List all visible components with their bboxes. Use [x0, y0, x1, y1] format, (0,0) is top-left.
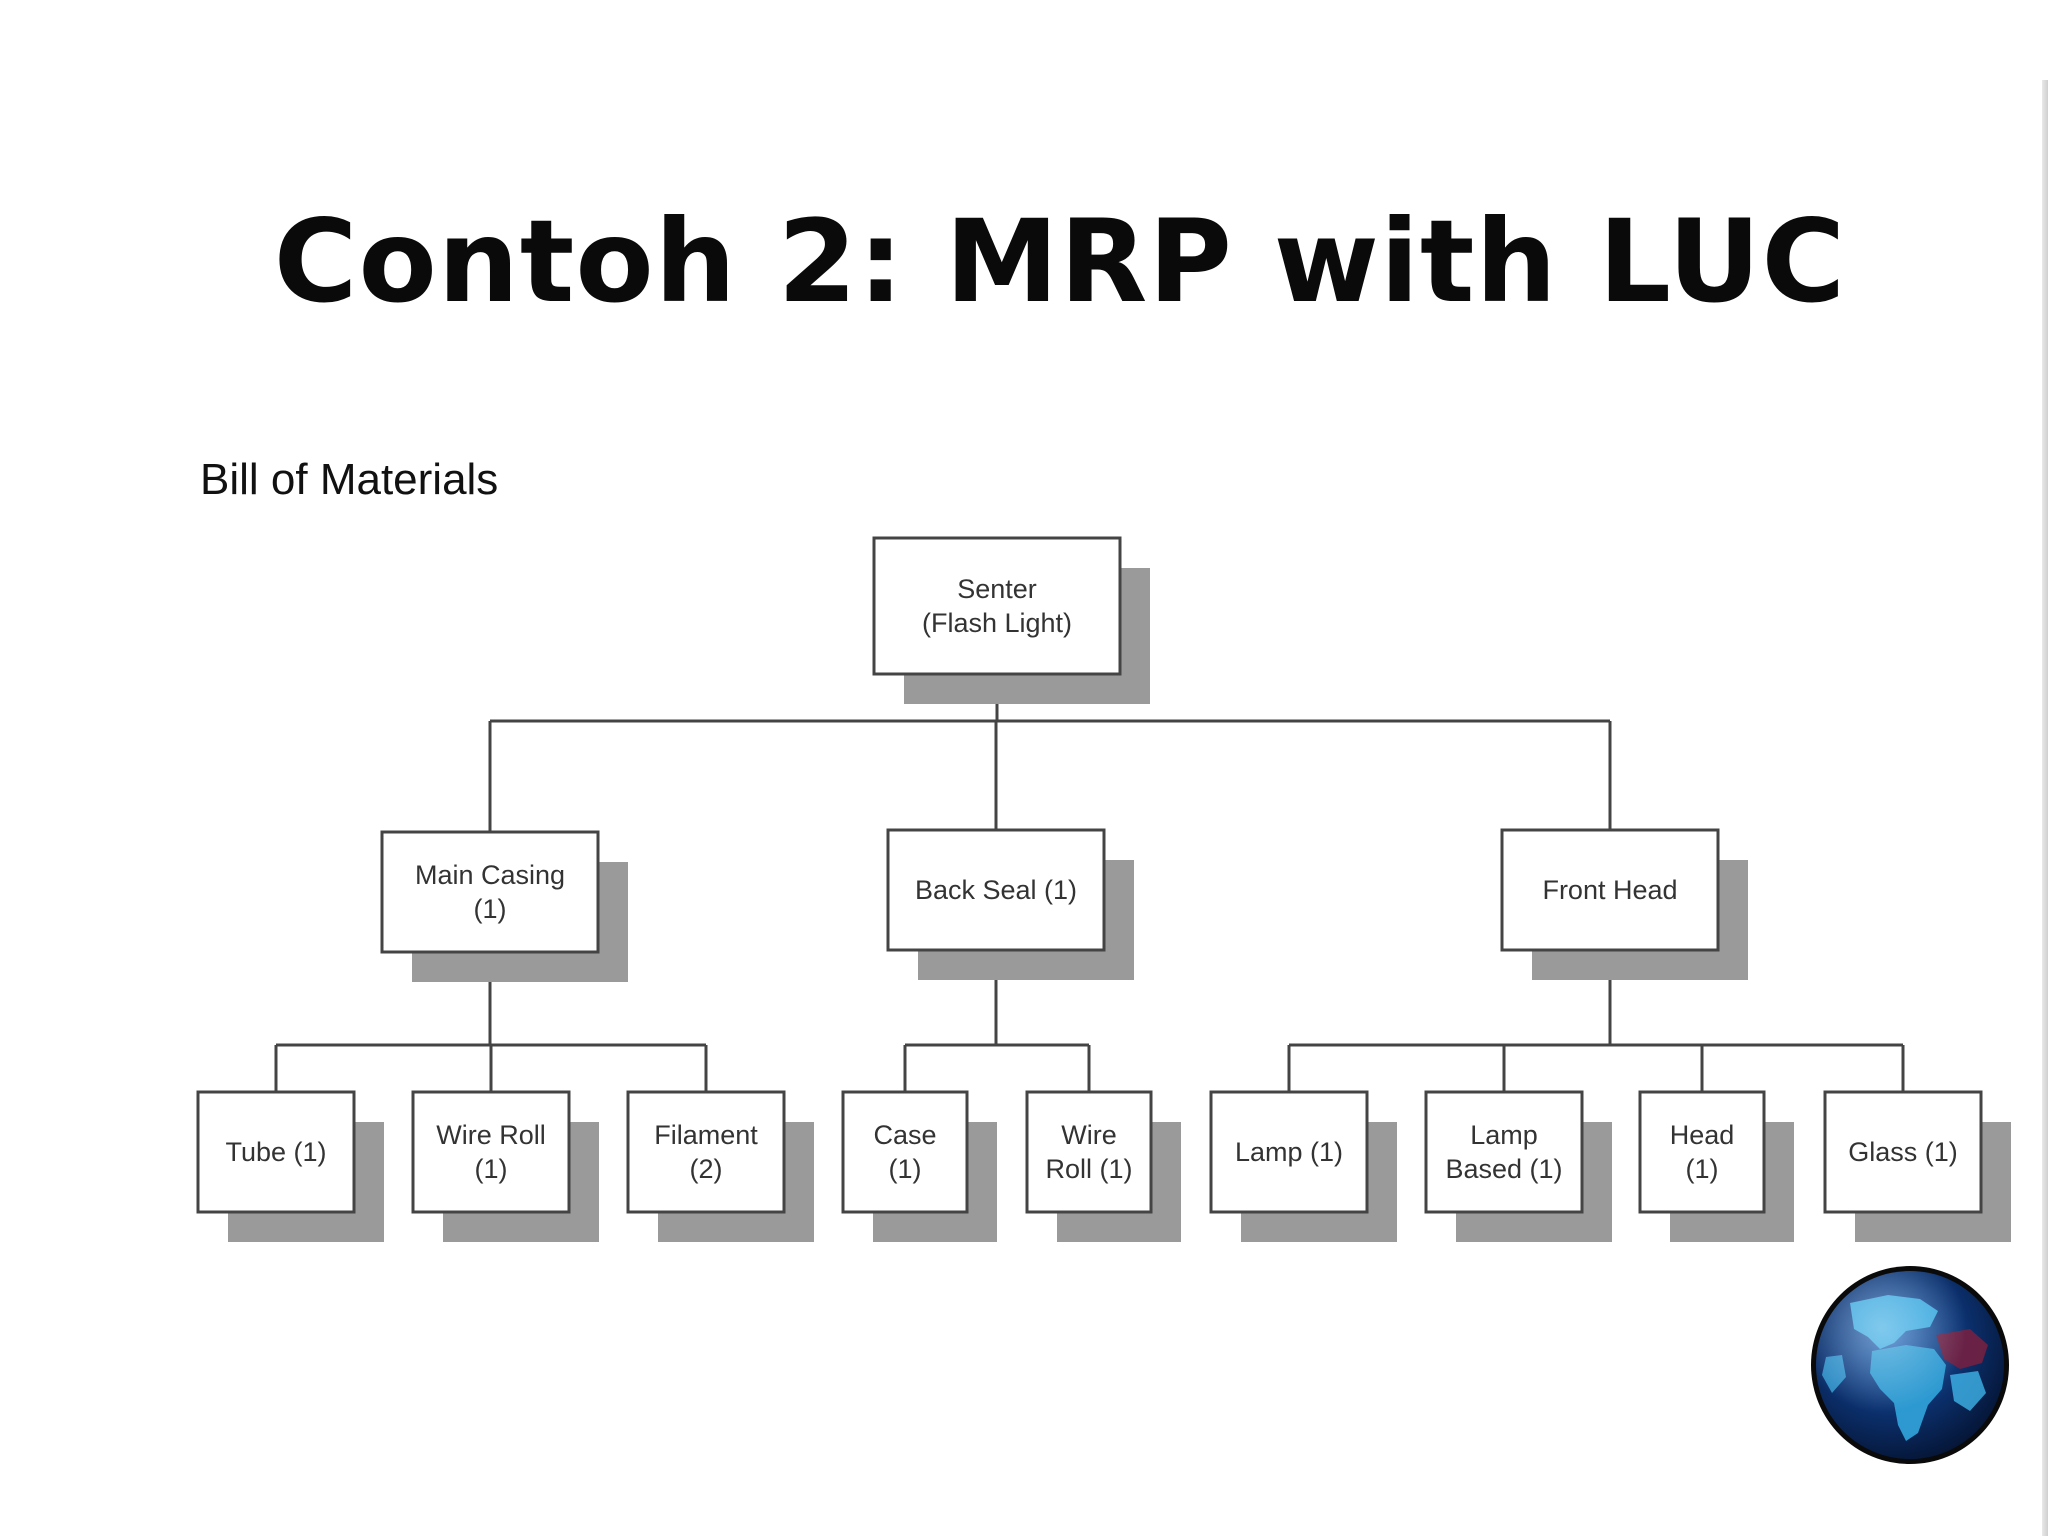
node-label: (2): [690, 1154, 723, 1184]
node-box: [872, 536, 1122, 676]
node-label: (1): [1686, 1154, 1719, 1184]
node-box: [626, 1090, 786, 1214]
node-box: [411, 1090, 571, 1214]
node-label: (1): [475, 1154, 508, 1184]
node-label: Lamp: [1470, 1120, 1538, 1150]
bom-node-filament: Filament (2): [626, 1090, 814, 1242]
node-label: Front Head: [1542, 875, 1677, 905]
node-label: Main Casing: [415, 860, 565, 890]
node-box: [380, 830, 600, 954]
node-label: Case: [873, 1120, 936, 1150]
node-label: Back Seal (1): [915, 875, 1077, 905]
bom-node-wire-roll-a: Wire Roll (1): [411, 1090, 599, 1242]
node-label: Glass (1): [1848, 1137, 1958, 1167]
node-label: Wire Roll: [436, 1120, 546, 1150]
node-label: Lamp (1): [1235, 1137, 1343, 1167]
bom-node-lamp: Lamp (1): [1209, 1090, 1397, 1242]
node-label: Tube (1): [225, 1137, 326, 1167]
bom-node-back-seal: Back Seal (1): [886, 828, 1134, 980]
bom-node-front-head: Front Head: [1500, 828, 1748, 980]
section-title: Bill of Materials: [200, 455, 499, 504]
node-box: [1209, 1090, 1369, 1214]
bom-node-glass: Glass (1): [1823, 1090, 2011, 1242]
node-label: Wire: [1061, 1120, 1117, 1150]
node-box: [1823, 1090, 1983, 1214]
node-label: (Flash Light): [922, 608, 1072, 638]
bom-node-senter: Senter (Flash Light): [872, 536, 1150, 704]
node-label: Senter: [957, 574, 1037, 604]
node-label: Filament: [654, 1120, 758, 1150]
node-label: Head: [1670, 1120, 1735, 1150]
node-box: [841, 1090, 969, 1214]
node-box: [1638, 1090, 1766, 1214]
slide-edge-shadow: [2042, 80, 2048, 1536]
page-title: Contoh 2: MRP with LUC: [273, 195, 1847, 328]
node-label: (1): [889, 1154, 922, 1184]
bom-node-tube: Tube (1): [196, 1090, 384, 1242]
bom-nodes: Senter (Flash Light) Main Casing (1) Back Se…: [196, 536, 2011, 1242]
globe-icon: [1811, 1266, 2009, 1464]
node-box: [1500, 828, 1720, 952]
node-box: [1025, 1090, 1153, 1214]
node-label: Based (1): [1445, 1154, 1562, 1184]
node-label: Roll (1): [1045, 1154, 1132, 1184]
bom-node-case: Case (1): [841, 1090, 997, 1242]
node-label: (1): [474, 894, 507, 924]
bom-node-head: Head (1): [1638, 1090, 1794, 1242]
bom-node-main-casing: Main Casing (1): [380, 830, 628, 982]
node-box: [886, 828, 1106, 952]
node-box: [1424, 1090, 1584, 1214]
connector-lines: [274, 674, 1905, 1092]
node-box: [196, 1090, 356, 1214]
